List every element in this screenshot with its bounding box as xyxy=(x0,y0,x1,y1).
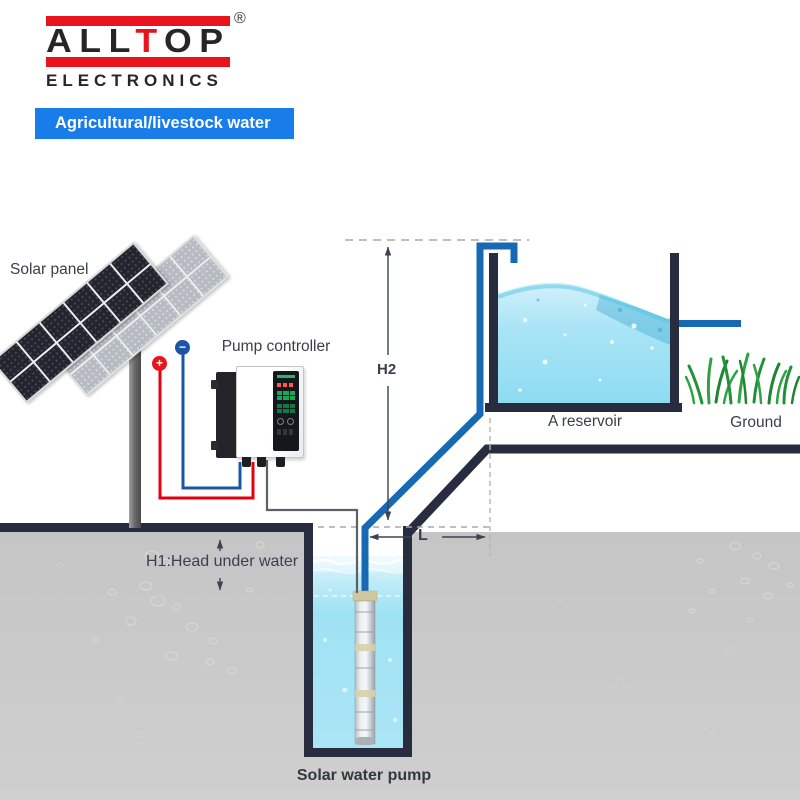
tank-bottom xyxy=(485,403,682,412)
controller-decoration xyxy=(247,379,275,443)
logo-electronics-text: ELECTRONICS xyxy=(46,71,223,90)
cable-gland xyxy=(257,457,266,467)
controller-body xyxy=(236,366,304,458)
logo-part-all: ALL xyxy=(46,22,136,59)
water-pipe xyxy=(361,242,518,597)
outlet-pipe xyxy=(679,320,741,327)
reservoir-tank xyxy=(485,253,741,412)
ground-label: Ground xyxy=(730,414,782,431)
positive-terminal-icon: + xyxy=(152,356,167,371)
pump-cable xyxy=(265,460,359,593)
ground-structure xyxy=(0,523,412,757)
logo-part-op: OP xyxy=(164,22,231,59)
panel-pole xyxy=(129,342,141,528)
negative-terminal-icon: − xyxy=(175,340,190,355)
tank-right-wall xyxy=(670,253,679,411)
solar-water-pump-label: Solar water pump xyxy=(296,767,432,784)
well-left-wall xyxy=(304,523,313,757)
elevated-ground-outline xyxy=(403,444,800,538)
display-knobs xyxy=(277,418,295,425)
logo-bottom-bar xyxy=(46,57,230,67)
logo-part-t: T xyxy=(135,22,165,59)
well-bottom xyxy=(304,748,412,757)
solar-panel-label: Solar panel xyxy=(10,261,89,278)
display-ports xyxy=(277,429,295,435)
dimension-arrows xyxy=(216,246,486,591)
negative-wire xyxy=(181,354,242,490)
reservoir-water xyxy=(498,279,670,403)
pump-controller-device xyxy=(211,366,308,468)
display-button-grid xyxy=(277,404,295,413)
dashed-guides xyxy=(318,239,529,556)
pump-controller-label: Pump controller xyxy=(221,338,331,355)
reservoir-label: A reservoir xyxy=(547,413,623,430)
ground-surface-left xyxy=(0,523,313,532)
grass xyxy=(684,352,800,405)
h1-dimension-label: H1:Head under water xyxy=(146,553,299,570)
logo-top-bar xyxy=(46,16,230,26)
tank-left-wall xyxy=(489,253,498,411)
h2-dimension-label: H2 xyxy=(377,361,397,378)
display-led-grid xyxy=(277,391,295,400)
l-dimension-label: L xyxy=(418,527,428,544)
registered-trademark-icon: ® xyxy=(234,10,246,27)
positive-wire xyxy=(158,370,255,500)
brand-logo: ALLTOP ELECTRONICS ® xyxy=(46,10,246,91)
cable-gland xyxy=(276,457,285,467)
display-digits xyxy=(277,383,295,387)
category-banner: Agricultural/livestock water xyxy=(35,108,294,139)
cable-gland xyxy=(242,457,251,467)
submersible-pump xyxy=(352,590,378,745)
soil-bubbles xyxy=(56,541,794,759)
well-right-wall xyxy=(403,526,412,757)
logo-wordmark: ALLTOP xyxy=(46,24,231,57)
display-brand-strip xyxy=(277,375,295,378)
controller-display-panel xyxy=(273,371,299,451)
